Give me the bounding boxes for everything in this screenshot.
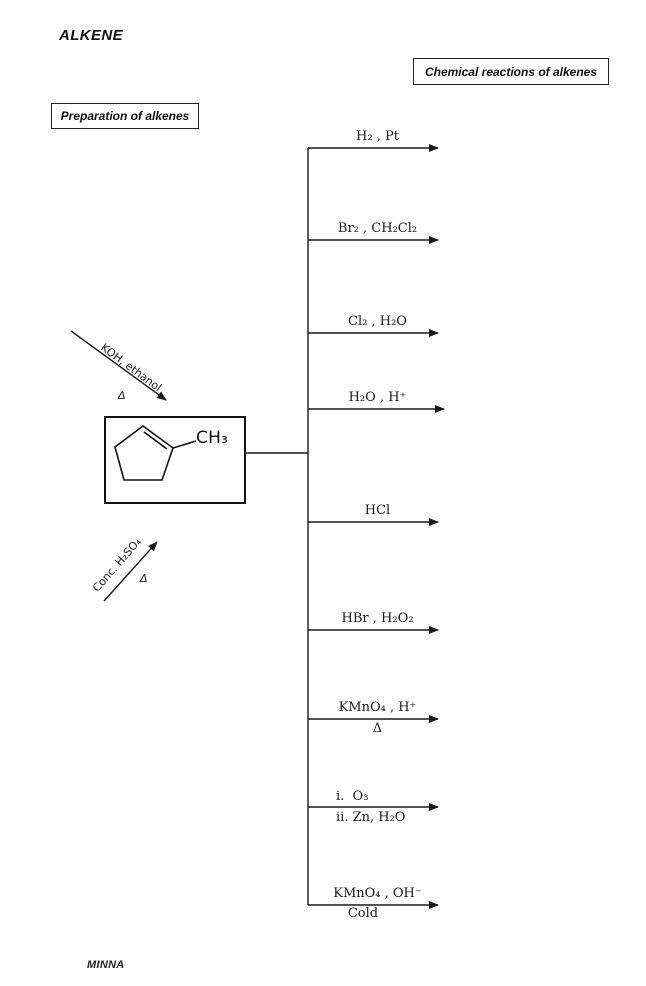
reaction-note-8: Cold [347,906,379,921]
h2so4-arrow [103,541,158,602]
reaction-label-4: HCl [364,503,391,518]
h2so4-condition: Δ [140,572,148,585]
reactions-heading-box: Chemical reactions of alkenes [413,58,609,85]
reaction-label-7: i. O₃ [336,789,369,804]
preparation-heading-label: Preparation of alkenes [60,109,190,123]
reaction-label-8: KMnO₄ , OH⁻ [333,886,422,901]
molecule-substituent-label: CH₃ [196,428,229,448]
reaction-label-5: HBr , H₂O₂ [341,611,414,626]
double-bond [143,431,168,450]
reaction-note-7: ii. Zn, H₂O [336,810,406,825]
reaction-label-0: H₂ , Pt [356,129,399,144]
page-title: ALKENE [59,27,124,44]
molecule-box [104,416,246,504]
cyclopentene-ring [114,425,174,481]
footer-author: MINNA [87,959,125,971]
reaction-note-6: Δ [372,721,383,736]
reaction-label-2: Cl₂ , H₂O [348,314,407,329]
koh-ethanol-condition: Δ [118,389,126,402]
reaction-label-3: H₂O , H⁺ [348,390,407,405]
reactions-heading-label: Chemical reactions of alkenes [424,64,598,79]
koh-ethanol-arrow [70,330,167,401]
reaction-label-6: KMnO₄ , H⁺ [338,700,417,715]
preparation-heading-box: Preparation of alkenes [51,103,199,129]
methyl-bond [172,440,197,449]
reaction-label-1: Br₂ , CH₂Cl₂ [337,221,418,236]
